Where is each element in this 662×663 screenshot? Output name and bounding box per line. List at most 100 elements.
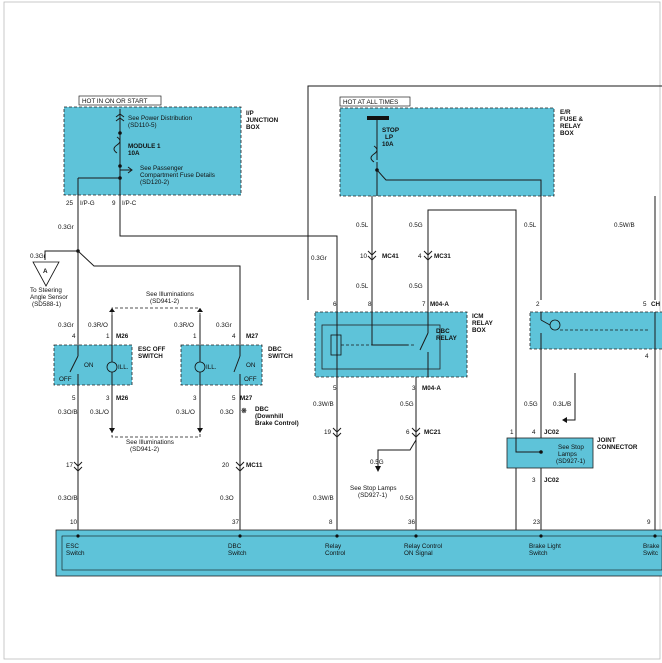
svg-text:I/P-C: I/P-C bbox=[122, 200, 137, 207]
module-label: ON Signal bbox=[404, 550, 433, 557]
module-label: Brake Light bbox=[529, 543, 561, 550]
svg-text:7: 7 bbox=[422, 301, 426, 308]
svg-text:3: 3 bbox=[106, 395, 110, 402]
svg-text:MC21: MC21 bbox=[424, 429, 441, 436]
esc-off-switch: 4 1 M26 ESC OFF SWITCH ON OFF ILL. 5 3 M… bbox=[53, 333, 165, 402]
svg-text:RELAY: RELAY bbox=[436, 335, 458, 342]
svg-text:20: 20 bbox=[222, 462, 230, 469]
svg-text:See Stop: See Stop bbox=[558, 444, 584, 451]
svg-text:A: A bbox=[43, 268, 48, 275]
er-fuse-relay-box: HOT AT ALL TIMES E/R FUSE & RELAY BOX ST… bbox=[339, 96, 584, 197]
svg-text:10: 10 bbox=[360, 253, 368, 260]
svg-text:4: 4 bbox=[232, 333, 236, 340]
svg-text:4: 4 bbox=[418, 253, 422, 260]
svg-text:ON: ON bbox=[84, 362, 94, 369]
svg-text:0.5G: 0.5G bbox=[409, 283, 423, 290]
svg-text:M26: M26 bbox=[116, 333, 129, 340]
svg-text:MODULE 1: MODULE 1 bbox=[128, 143, 161, 150]
svg-text:0.3Gr: 0.3Gr bbox=[30, 253, 46, 260]
svg-text:ILL.: ILL. bbox=[206, 364, 217, 371]
svg-text:10A: 10A bbox=[382, 141, 394, 148]
module-label: Control bbox=[325, 550, 345, 557]
svg-text:0.3O: 0.3O bbox=[220, 495, 234, 502]
svg-text:See Illuminations: See Illuminations bbox=[146, 291, 194, 298]
svg-text:See Illuminations: See Illuminations bbox=[126, 439, 174, 446]
module-label: Switc bbox=[643, 550, 658, 557]
dbc-switch: 1 4 M27 DBC SWITCH ILL. ON OFF 3 5 M27 ※… bbox=[180, 333, 299, 427]
svg-text:1: 1 bbox=[510, 429, 514, 436]
svg-text:0.3Gr: 0.3Gr bbox=[216, 322, 232, 329]
module-pin-dot bbox=[539, 534, 543, 538]
svg-text:STOP: STOP bbox=[382, 127, 399, 134]
ip-junction-box: HOT IN ON OR START I/P JUNCTION BOX See … bbox=[63, 95, 279, 207]
svg-text:Lamps: Lamps bbox=[558, 451, 577, 458]
svg-text:0.3W/B: 0.3W/B bbox=[313, 495, 334, 502]
svg-text:JOINT: JOINT bbox=[597, 437, 616, 444]
module-pin: 9 bbox=[647, 519, 651, 526]
wire-top-loop bbox=[307, 85, 662, 299]
svg-text:(SD588-1): (SD588-1) bbox=[32, 301, 61, 308]
svg-text:I/P-G: I/P-G bbox=[80, 200, 95, 207]
module-pin-dot bbox=[653, 534, 657, 538]
busbar bbox=[367, 116, 389, 120]
svg-text:0.5W/B: 0.5W/B bbox=[614, 222, 635, 229]
fuse-icon bbox=[113, 136, 121, 154]
svg-text:I/P: I/P bbox=[246, 110, 254, 117]
svg-text:Angle Sensor: Angle Sensor bbox=[30, 294, 68, 301]
svg-text:(SD120-2): (SD120-2) bbox=[140, 179, 169, 186]
svg-text:BOX: BOX bbox=[472, 327, 486, 334]
svg-text:6: 6 bbox=[333, 301, 337, 308]
svg-text:MC11: MC11 bbox=[246, 462, 263, 469]
svg-text:17: 17 bbox=[66, 462, 74, 469]
wire-ipc bbox=[119, 196, 338, 300]
svg-text:3: 3 bbox=[193, 395, 197, 402]
hot-label-ign: HOT IN ON OR START bbox=[82, 98, 148, 105]
joint-connector: 1 4 JC02 JOINT CONNECTOR See Stop Lamps … bbox=[506, 429, 638, 484]
svg-text:M04-A: M04-A bbox=[430, 301, 449, 308]
svg-text:(SD110-5): (SD110-5) bbox=[128, 122, 157, 129]
svg-text:See Stop Lamps: See Stop Lamps bbox=[350, 485, 397, 492]
module-pin: 36 bbox=[408, 519, 416, 526]
svg-text:JUNCTION: JUNCTION bbox=[246, 117, 279, 124]
svg-text:M26: M26 bbox=[116, 395, 129, 402]
svg-text:Brake Control): Brake Control) bbox=[255, 420, 299, 427]
module-label: Switch bbox=[228, 550, 247, 557]
module-label: Switch bbox=[66, 550, 85, 557]
svg-text:See Passenger: See Passenger bbox=[140, 165, 183, 172]
svg-text:MC31: MC31 bbox=[434, 253, 451, 260]
svg-text:4: 4 bbox=[72, 333, 76, 340]
svg-text:5: 5 bbox=[333, 385, 337, 392]
svg-text:(SD941-2): (SD941-2) bbox=[150, 298, 179, 305]
svg-text:Compartment Fuse Details: Compartment Fuse Details bbox=[140, 172, 215, 179]
svg-text:ICM: ICM bbox=[472, 313, 484, 320]
svg-text:0.3W/B: 0.3W/B bbox=[313, 401, 334, 408]
svg-text:0.3R/O: 0.3R/O bbox=[88, 322, 108, 329]
svg-text:JC02: JC02 bbox=[544, 429, 560, 436]
svg-text:DBC: DBC bbox=[255, 406, 269, 413]
svg-text:0.3L/O: 0.3L/O bbox=[176, 409, 195, 416]
module-pin: 8 bbox=[329, 519, 333, 526]
fuse-icon bbox=[370, 145, 378, 163]
module-pin-dot bbox=[414, 534, 418, 538]
svg-text:2: 2 bbox=[536, 301, 540, 308]
svg-text:FUSE &: FUSE & bbox=[560, 116, 584, 123]
svg-text:4: 4 bbox=[532, 429, 536, 436]
svg-text:5: 5 bbox=[232, 395, 236, 402]
svg-text:0.5L: 0.5L bbox=[356, 222, 369, 229]
module-pin-dot bbox=[76, 534, 80, 538]
svg-text:8: 8 bbox=[368, 301, 372, 308]
svg-text:DBC: DBC bbox=[436, 328, 450, 335]
svg-text:0.3R/O: 0.3R/O bbox=[174, 322, 194, 329]
svg-text:SWITCH: SWITCH bbox=[268, 353, 293, 360]
module-pin: 37 bbox=[232, 519, 240, 526]
svg-text:0.3Gr: 0.3Gr bbox=[58, 322, 74, 329]
hot-label-all: HOT AT ALL TIMES bbox=[343, 99, 398, 106]
module-label: Switch bbox=[529, 550, 548, 557]
svg-text:6: 6 bbox=[406, 429, 410, 436]
module-label: DBC bbox=[228, 543, 242, 550]
svg-text:SWITCH: SWITCH bbox=[138, 353, 163, 360]
svg-text:(SD927-1): (SD927-1) bbox=[358, 492, 387, 499]
svg-text:0.5G: 0.5G bbox=[409, 222, 423, 229]
svg-text:0.5G: 0.5G bbox=[524, 401, 538, 408]
